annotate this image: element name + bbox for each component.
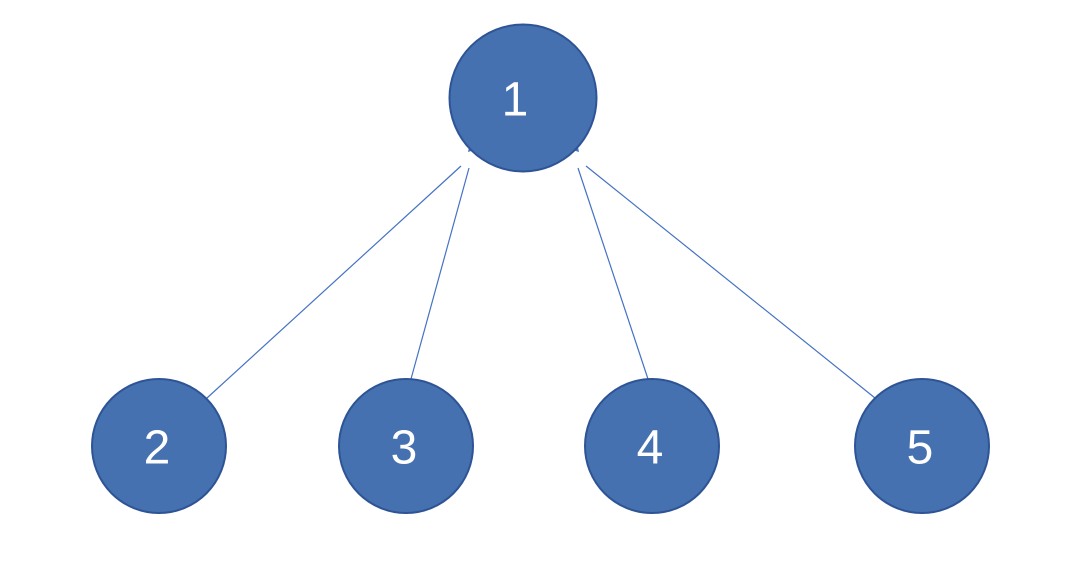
node-2-circle[interactable]	[91, 378, 227, 514]
edge-2-to-1	[206, 165, 462, 399]
node-3[interactable]: 3	[338, 378, 474, 514]
node-5-circle[interactable]	[854, 378, 990, 514]
node-4-circle[interactable]	[584, 378, 720, 514]
edges-layer	[206, 165, 876, 399]
node-5[interactable]: 5	[854, 378, 990, 514]
node-4[interactable]: 4	[584, 378, 720, 514]
node-2[interactable]: 2	[91, 378, 227, 514]
node-1-circle[interactable]	[448, 23, 598, 173]
node-3-circle[interactable]	[338, 378, 474, 514]
edge-5-to-1	[585, 165, 876, 399]
node-1[interactable]: 1	[448, 23, 598, 173]
edge-4-to-1	[577, 167, 649, 380]
edge-3-to-1	[410, 167, 470, 380]
